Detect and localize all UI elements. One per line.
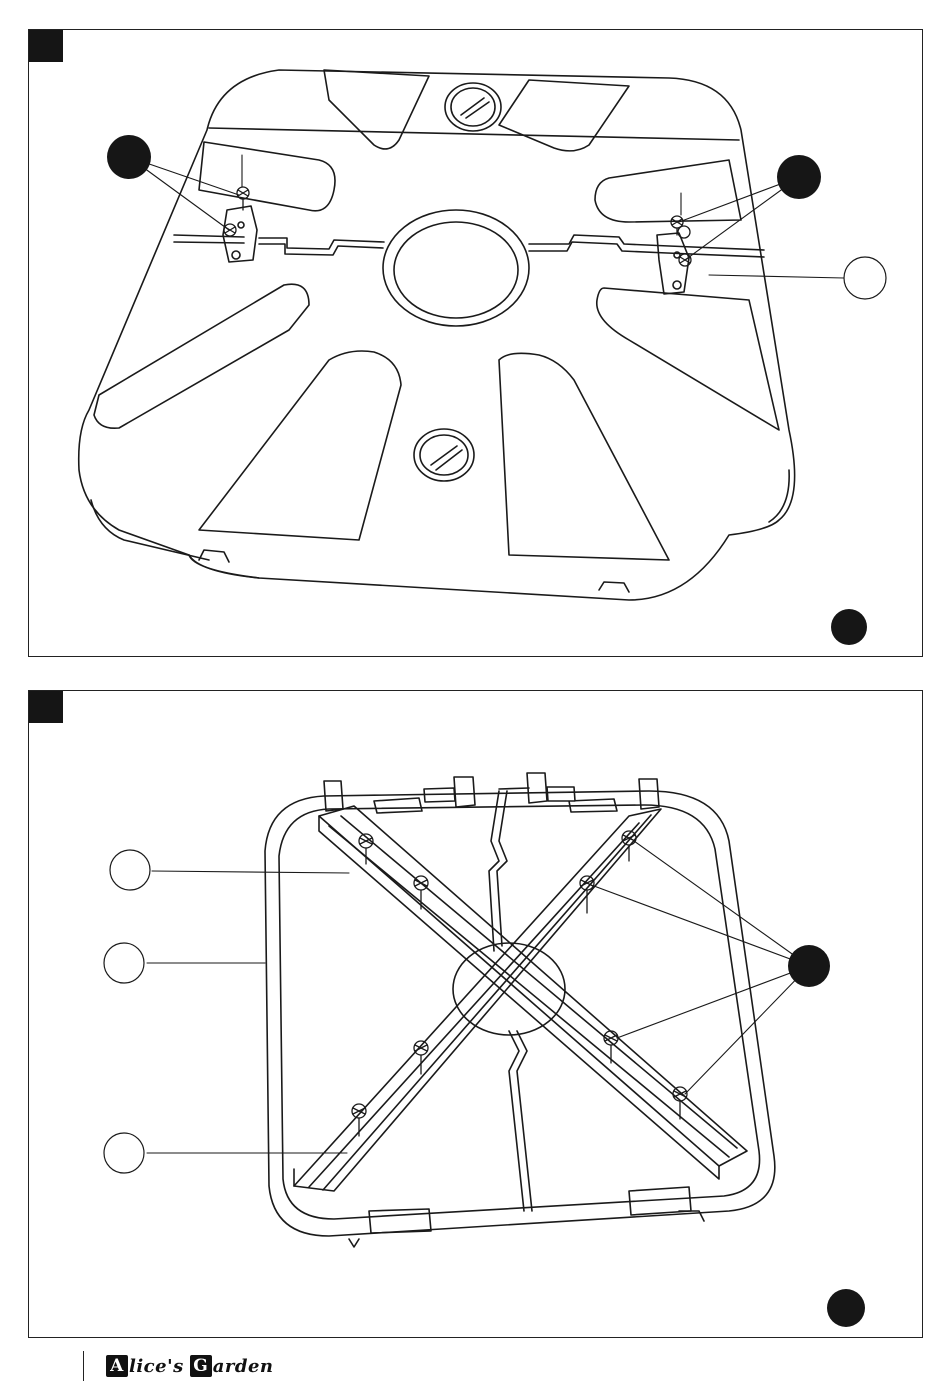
leader-right-bracket [709,275,844,278]
center-hole-inner [394,222,518,318]
recess-bottom-left-wide [94,284,309,428]
recess-bottom-right [597,288,779,430]
step-marker-icon [827,1289,865,1327]
recess-top-right [595,160,741,222]
callout-circle-icon [104,943,144,983]
center-hole-outer [383,210,529,326]
recess-top-center-right [499,80,629,151]
recess-bottom-center-right [499,353,669,560]
brand-initial-a: A [106,1355,128,1377]
seam-line [174,235,764,250]
base-top-illustration [29,30,924,658]
top-clip-3 [527,773,547,803]
brand-word-2: arden [213,1356,274,1377]
brand-logo: A lice's G arden [106,1355,274,1377]
cross-bar-a [319,806,747,1166]
callout-circle-icon [777,155,821,199]
leader-bar-top [152,871,349,873]
callout-circle-icon [110,850,150,890]
recess-bottom-center-left [199,351,401,540]
figure-panel-2 [28,690,923,1338]
center-seam [489,791,524,1211]
base-outline [79,70,795,600]
base-lower-lip [91,470,789,560]
brand-word-1: lice's [129,1356,184,1377]
recess-top-center-left [324,70,429,149]
callout-circle-icon [104,1133,144,1173]
bottom-latch-left [369,1209,431,1233]
step-marker-icon [831,609,867,645]
callout-circle-icon [788,945,830,987]
figure-panel-1 [28,29,923,657]
page-footer: A lice's G arden [83,1351,274,1381]
base-bottom-illustration [29,691,924,1339]
brand-initial-g: G [190,1355,212,1377]
callout-circle-icon [844,257,886,299]
recess-top-left [199,142,335,211]
footer-divider [83,1351,84,1381]
callout-circle-icon [107,135,151,179]
top-clip-2 [454,777,475,807]
top-band [209,128,739,140]
